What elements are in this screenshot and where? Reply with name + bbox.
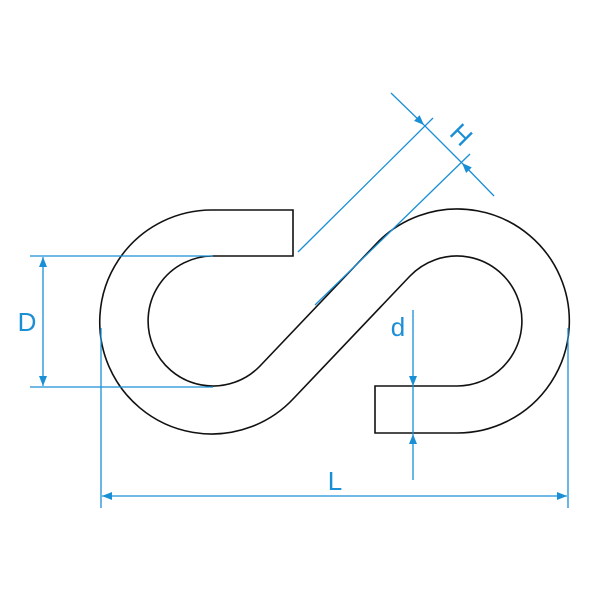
h-arrow-in-1 <box>390 92 425 126</box>
h-extension-line-1 <box>297 117 434 253</box>
h-dimension-segment <box>423 124 463 164</box>
label-H: H <box>444 117 478 151</box>
label-d: d <box>391 312 405 342</box>
label-L: L <box>328 466 342 496</box>
h-arrow-in-2 <box>461 162 495 197</box>
label-D: D <box>18 307 37 337</box>
h-extension-line-2 <box>314 153 471 306</box>
s-hook-outline <box>98 208 571 435</box>
